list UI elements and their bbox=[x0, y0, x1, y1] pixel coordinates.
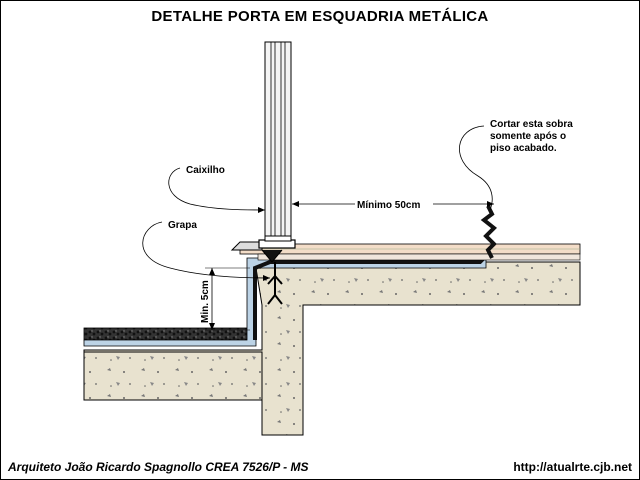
grapa-anchor bbox=[267, 262, 283, 305]
concrete-slab bbox=[83, 261, 581, 436]
label-caixilho: Caixilho bbox=[186, 165, 225, 176]
label-min5: Min. 5cm bbox=[200, 280, 211, 323]
drawing-title: DETALHE PORTA EM ESQUADRIA METÁLICA bbox=[151, 8, 489, 25]
leader-note bbox=[459, 125, 493, 211]
threshold bbox=[230, 241, 263, 251]
footer-author: Arquiteto João Ricardo Spagnollo CREA 75… bbox=[8, 460, 309, 474]
note-line-2: somente após o bbox=[490, 131, 566, 142]
note-line-1: Cortar esta sobra bbox=[490, 119, 573, 130]
note-line-3: piso acabado. bbox=[490, 143, 557, 154]
label-minimo: Mínimo 50cm bbox=[357, 200, 420, 211]
leader-caixilho bbox=[168, 167, 266, 211]
door-frame bbox=[264, 41, 292, 245]
footer-url[interactable]: http://atualrte.cjb.net bbox=[513, 460, 632, 474]
label-grapa: Grapa bbox=[168, 220, 197, 231]
membrane-excess bbox=[480, 205, 497, 259]
leader-grapa bbox=[142, 221, 271, 279]
concrete-lower bbox=[84, 305, 304, 436]
